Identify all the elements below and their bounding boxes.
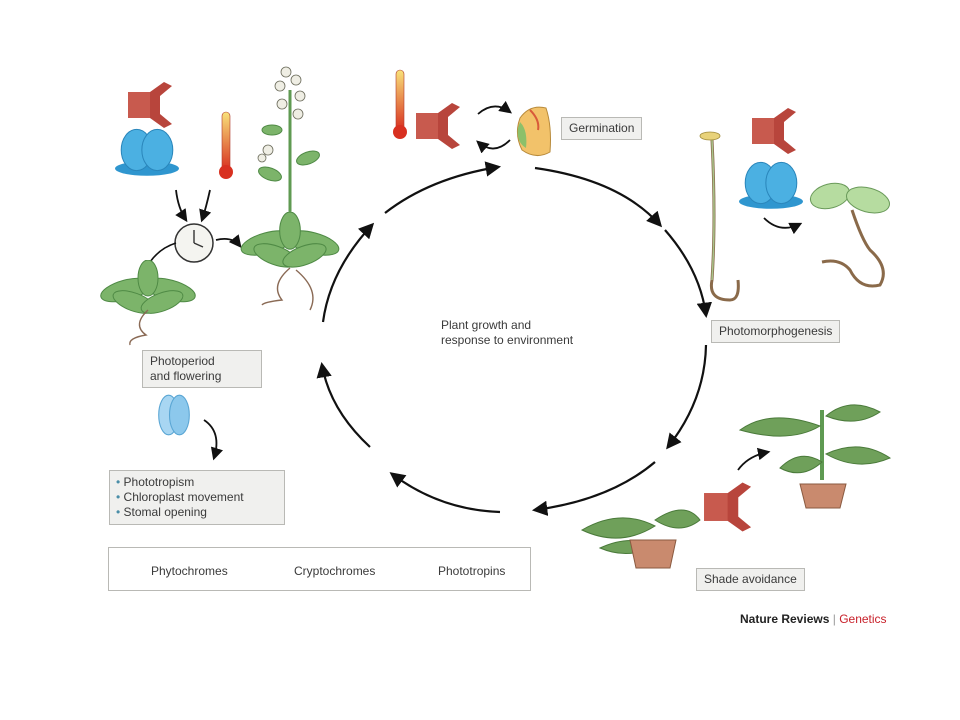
phytochrome-icon [704,482,752,532]
photoperiod-label: Photoperiod and flowering [142,350,262,388]
elongation-arrow [737,447,771,471]
response-item: Chloroplast movement [116,490,278,505]
legend-phototropins: Phototropins [438,564,506,578]
cryptochrome-icon [738,161,804,210]
phototropin-responses: Phototropism Chloroplast movement Stomal… [109,470,285,525]
legend [108,547,531,591]
photoperiod-line-2: and flowering [150,369,222,383]
arrow-to-shade-avoidance [531,461,656,517]
arrow-flowering-to-germination [321,222,375,323]
flowering-plant [238,66,342,311]
legend-phytochromes: Phytochromes [151,564,228,578]
rosette-plant [98,260,198,346]
green-seedling [809,182,890,288]
germination-label: Germination [561,117,643,140]
phototropin-response-arrow [203,419,223,461]
arrow-to-cycle-left [316,361,371,448]
shaded-tall-plant [738,404,892,509]
center-text-line-2: response to environment [441,333,574,347]
credit-separator: | [832,612,836,626]
cryptochrome-icon [114,128,180,177]
phytochrome-switch-arrows [476,100,513,154]
arrow-photomorphogenesis-to-shade [666,344,708,450]
center-text-line-1: Plant growth and [441,318,532,332]
arrow-shade-to-flowering [389,472,501,514]
shaded-short-plant [580,509,701,569]
response-item: Stomal opening [116,505,278,520]
clock-icon [174,223,214,263]
deetiolation-arrow [763,217,803,235]
phytochrome-icon [416,103,460,149]
shade-avoidance-label: Shade avoidance [696,568,805,591]
phototropin-icon [158,394,190,436]
seed-icon [516,106,551,156]
phytochrome-icon [128,82,172,128]
arrow-to-photomorphogenesis [664,229,712,319]
etiolated-seedling [699,131,740,302]
phytochrome-icon [752,108,796,154]
journal-name: Nature Reviews [740,612,830,626]
life-cycle-arrows [316,161,712,517]
photomorphogenesis-label: Photomorphogenesis [711,320,841,343]
clock-link-line [149,242,177,263]
response-item: Phototropism [116,475,278,490]
thermometer-icon [393,69,407,139]
photoperiod-line-1: Photoperiod [150,354,215,368]
center-text: Plant growth and response to environment [441,318,573,348]
arrow-to-germination [384,161,502,214]
arrow-germination-to-photomorphogenesis [534,166,663,228]
thermometer-icon [219,111,233,179]
journal-credit: Nature Reviews | Genetics [740,612,887,626]
signal-arrows [175,189,242,248]
legend-cryptochromes: Cryptochromes [294,564,376,578]
journal-subject: Genetics [839,612,887,626]
